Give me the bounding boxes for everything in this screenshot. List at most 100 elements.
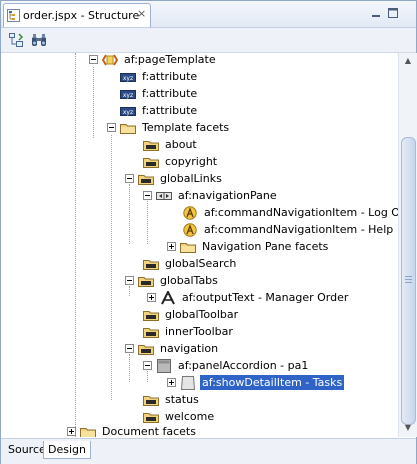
panel-accordion-icon: [157, 358, 171, 373]
tree-node-label: innerToolbar: [165, 325, 233, 338]
tree-node-facet-inner-toolbar[interactable]: innerToolbar: [143, 323, 235, 340]
tree-node-document-facets[interactable]: Document facets: [67, 423, 198, 437]
tree-node-label: welcome: [165, 410, 215, 423]
collapse-toggle[interactable]: [125, 174, 134, 183]
structure-toolbar: [1, 28, 416, 53]
thumb-grip: [405, 279, 412, 280]
tree-node-facet-global-toolbar[interactable]: globalToolbar: [143, 306, 240, 323]
folder-icon: [180, 242, 196, 253]
tree-node-label: af:panelAccordion - pa1: [178, 359, 309, 372]
tab-source[interactable]: Source: [8, 443, 46, 456]
scroll-up-icon[interactable]: ▲: [404, 56, 412, 65]
facet-folder-icon: [143, 157, 159, 168]
tree-connector: [147, 201, 148, 244]
scroll-down-icon[interactable]: ▼: [404, 423, 412, 432]
structure-icon: [7, 9, 20, 22]
freeze-view-icon[interactable]: [8, 32, 24, 48]
tree-node-attribute[interactable]: xyz f:attribute: [120, 68, 199, 85]
tree-node-facet-welcome[interactable]: welcome: [143, 408, 216, 425]
tree-node-label: globalLinks: [160, 172, 222, 185]
tree-node-facet-about[interactable]: about: [143, 136, 199, 153]
tree-node-label: af:commandNavigationItem - Log Out: [204, 206, 398, 219]
tree-connector: [93, 67, 94, 138]
binoculars-icon[interactable]: [31, 32, 47, 48]
expand-toggle[interactable]: [167, 378, 176, 387]
tree-connector: [129, 286, 130, 296]
output-text-icon: [161, 290, 175, 304]
tab-title: order.jspx - Structure: [23, 9, 140, 22]
thumb-grip: [405, 282, 412, 283]
tree-node-show-detail-item[interactable]: af:showDetailItem - Tasks: [167, 374, 345, 391]
tree-node-panel-accordion[interactable]: af:panelAccordion - pa1: [143, 357, 310, 374]
tree-connector: [147, 371, 148, 382]
tree-node-label: globalTabs: [160, 274, 218, 287]
tree-node-attribute[interactable]: xyz f:attribute: [120, 102, 199, 119]
folder-icon: [80, 427, 96, 437]
collapse-toggle[interactable]: [107, 123, 116, 132]
tree-node-facet-copyright[interactable]: copyright: [143, 153, 219, 170]
navigation-pane-icon: [156, 191, 172, 200]
scrollbar-thumb[interactable]: [401, 137, 416, 425]
editor-tab-bar: Source Design: [1, 438, 416, 464]
collapse-toggle[interactable]: [143, 191, 152, 200]
tree-node-output-text[interactable]: af:outputText - Manager Order: [147, 289, 350, 306]
tree-node-label: about: [165, 138, 197, 151]
minimize-icon[interactable]: [370, 7, 382, 19]
facet-folder-icon: [143, 327, 159, 338]
xml-attribute-icon: xyz: [120, 106, 136, 116]
tree-connector: [111, 135, 112, 400]
command-navigation-item-icon: [183, 205, 197, 220]
tree-node-label: globalToolbar: [165, 308, 239, 321]
collapse-toggle[interactable]: [125, 344, 134, 353]
tree-node-label: f:attribute: [142, 70, 198, 83]
tree-node-command-navigation-item[interactable]: af:commandNavigationItem - Log Out: [182, 204, 398, 221]
tree-node-label: Document facets: [102, 425, 196, 437]
facet-folder-icon: [138, 344, 154, 355]
facet-folder-icon: [143, 395, 159, 406]
svg-text:xyz: xyz: [123, 109, 133, 116]
tree-node-page-template[interactable]: af:pageTemplate: [89, 53, 218, 68]
tree-node-command-navigation-item[interactable]: af:commandNavigationItem - Help: [182, 221, 395, 238]
folder-icon: [120, 123, 136, 134]
expand-toggle[interactable]: [167, 242, 176, 251]
svg-text:xyz: xyz: [123, 92, 133, 99]
facet-folder-icon: [143, 310, 159, 321]
tree-connector: [129, 184, 130, 244]
tree-node-facet-navigation[interactable]: navigation: [125, 340, 220, 357]
tree-node-label: Navigation Pane facets: [202, 240, 329, 253]
tree-node-navigation-pane[interactable]: af:navigationPane: [143, 187, 279, 204]
xml-attribute-icon: xyz: [120, 72, 136, 82]
collapse-toggle[interactable]: [143, 361, 152, 370]
tree-node-label: af:navigationPane: [178, 189, 277, 202]
tree-connector: [129, 354, 130, 382]
tree-node-facet-global-search[interactable]: globalSearch: [143, 255, 238, 272]
tree-node-label: af:pageTemplate: [124, 53, 216, 66]
tree-node-facet-status[interactable]: status: [143, 391, 201, 408]
maximize-icon[interactable]: [387, 7, 399, 19]
facet-folder-icon: [143, 140, 159, 151]
tree-connector: [75, 53, 76, 437]
svg-text:xyz: xyz: [123, 75, 133, 82]
tab-design[interactable]: Design: [43, 441, 91, 459]
tree-node-label: copyright: [165, 155, 218, 168]
expand-toggle[interactable]: [147, 293, 156, 302]
vertical-scrollbar[interactable]: ▲ ▼: [398, 53, 417, 437]
expand-toggle[interactable]: [67, 427, 76, 436]
tree-node-attribute[interactable]: xyz f:attribute: [120, 85, 199, 102]
tree-node-label: navigation: [160, 342, 219, 355]
tree-node-label: af:commandNavigationItem - Help: [204, 223, 394, 236]
facet-folder-icon: [143, 412, 159, 423]
xml-attribute-icon: xyz: [120, 89, 136, 99]
structure-tab[interactable]: order.jspx - Structure ×: [3, 3, 151, 27]
tree-node-template-facets[interactable]: Template facets: [107, 119, 231, 136]
structure-tree[interactable]: af:pageTemplate xyz f:attribute xyz f:at…: [1, 53, 398, 437]
tree-node-facet-global-links[interactable]: globalLinks: [125, 170, 224, 187]
collapse-toggle[interactable]: [89, 55, 98, 64]
close-tab-button[interactable]: ×: [137, 7, 147, 20]
page-template-icon: [102, 53, 118, 66]
tree-node-facet-global-tabs[interactable]: globalTabs: [125, 272, 220, 289]
collapse-toggle[interactable]: [125, 276, 134, 285]
facet-folder-icon: [138, 174, 154, 185]
tree-node-navigation-pane-facets[interactable]: Navigation Pane facets: [167, 238, 330, 255]
